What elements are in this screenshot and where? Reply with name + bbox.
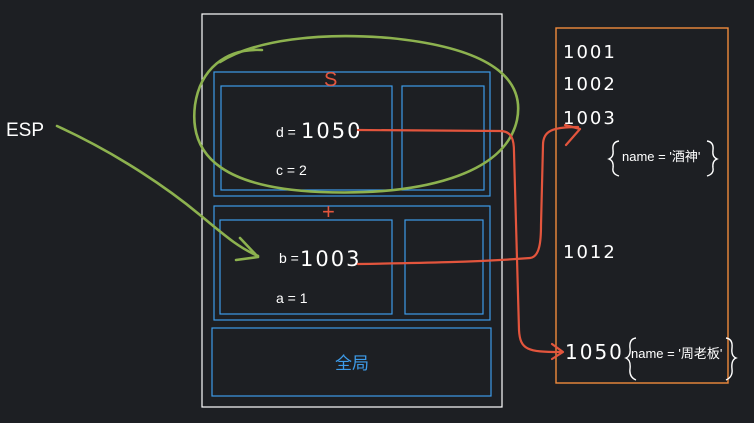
object-1003: name = '酒神'	[622, 149, 700, 164]
heap-address-1012: 1012	[563, 242, 617, 263]
var-b-value: 1003	[300, 247, 361, 271]
heap-address-1003: 1003	[563, 108, 617, 129]
second-frame-variables	[219, 219, 393, 315]
var-a: a = 1	[276, 290, 308, 306]
var-d-value: 1050	[301, 119, 362, 143]
popped-frame-loop	[192, 34, 520, 194]
var-b-label: b =	[279, 250, 299, 266]
object-1003-right-brace	[706, 140, 719, 177]
object-1050-left-brace	[624, 337, 637, 381]
heap-address-1050: 1050	[565, 340, 624, 364]
heap-address-1001: 1001	[563, 42, 617, 63]
object-1050: name = '周老板'	[631, 346, 722, 361]
var-c: c = 2	[276, 162, 307, 178]
esp-arrow	[55, 124, 260, 258]
d-reference-arrowhead	[550, 342, 565, 361]
var-d-label: d =	[276, 124, 296, 140]
push-mark: +	[322, 199, 335, 224]
heap-address-1002: 1002	[563, 74, 617, 95]
esp-label: ESP	[6, 120, 44, 141]
heap-container	[555, 27, 729, 384]
global-frame	[211, 327, 492, 397]
esp-arrowhead	[234, 236, 260, 262]
global-label: 全局	[335, 354, 369, 373]
second-frame	[213, 205, 491, 321]
pop-mark: S	[324, 69, 337, 91]
object-1050-right-brace	[725, 337, 738, 381]
top-frame	[213, 71, 491, 197]
top-frame-side	[401, 85, 485, 191]
b-reference-arrow	[356, 125, 580, 266]
second-frame-side	[404, 219, 484, 315]
b-reference-arrowhead	[563, 123, 582, 147]
d-reference-arrow	[356, 128, 562, 354]
object-1003-left-brace	[607, 140, 620, 177]
stack-container	[201, 13, 503, 408]
